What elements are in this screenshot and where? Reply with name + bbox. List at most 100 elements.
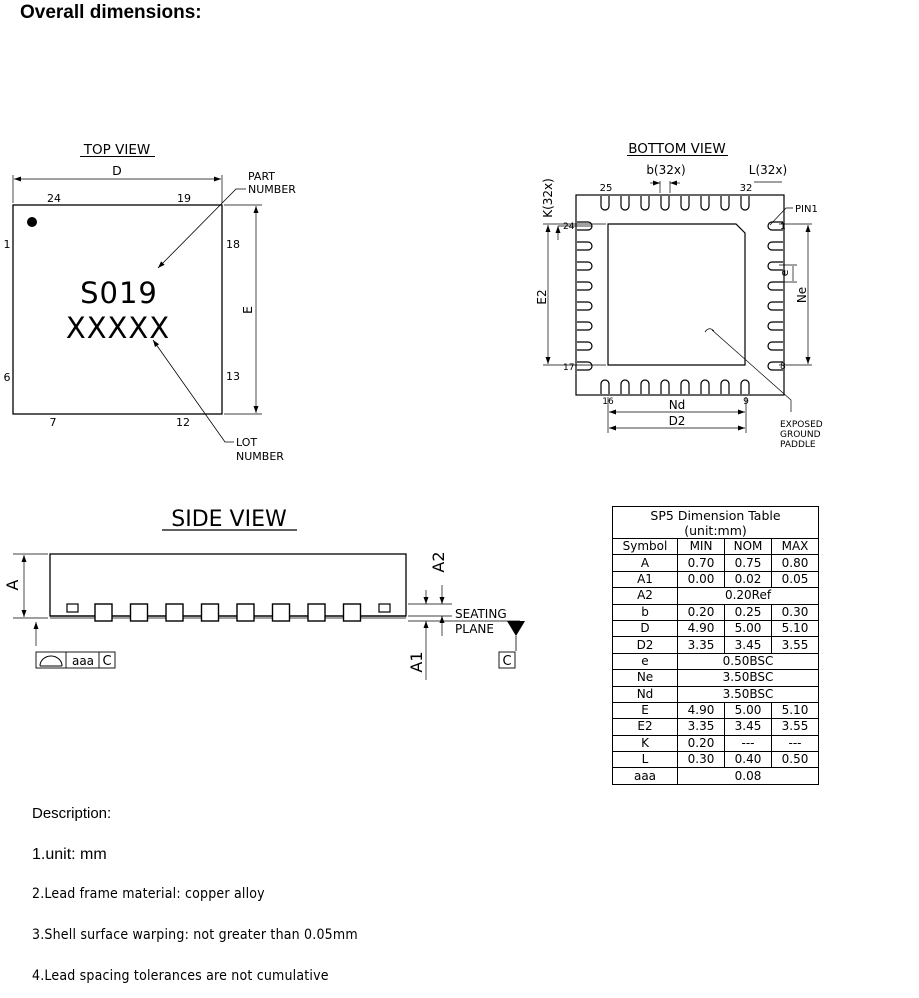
lot-number-label: NUMBER: [236, 450, 284, 463]
datum-triangle: [507, 621, 525, 636]
l-dimension-label: L(32x): [749, 163, 787, 177]
lead-pad: [640, 379, 650, 394]
bottom-view: BOTTOM VIEW b(32x) L(32x) 25 32 K(32x) 2…: [535, 141, 823, 450]
table-value-cell: 0.30: [771, 603, 819, 621]
table-symbol-cell: b: [612, 603, 678, 621]
nd-dimension-label: Nd: [669, 398, 686, 412]
lead-pad: [767, 241, 783, 251]
table-title: SP5 Dimension Table (unit:mm): [612, 506, 819, 539]
ne-dimension-label: Ne: [795, 287, 809, 303]
lead-pad: [720, 196, 730, 211]
side-view-lead: [342, 603, 362, 622]
side-view-leads: [94, 603, 362, 622]
table-value-cell: 5.00: [724, 701, 772, 720]
part-number-leader: [157, 188, 246, 269]
pin-number: 1: [780, 222, 786, 232]
end-lead: [66, 603, 79, 613]
lot-number-label: LOT: [236, 436, 257, 449]
lead-pad: [680, 196, 690, 211]
paddle-leader-mark: [704, 328, 715, 333]
fcf-datum: C: [102, 654, 111, 669]
table-symbol-cell: K: [612, 734, 678, 753]
a2-dimension-label: A2: [429, 551, 448, 572]
datum-c-box: [498, 651, 516, 669]
lead-pad: [577, 321, 593, 331]
table-value-cell: 0.30: [677, 751, 725, 769]
lead-pad: [577, 301, 593, 311]
dim-d-label: D: [112, 163, 122, 178]
pin-number: 13: [226, 370, 240, 383]
lead-pad: [767, 281, 783, 291]
table-value-cell: 0.75: [724, 554, 772, 572]
pin-number: 6: [4, 371, 11, 384]
lead-pad: [600, 196, 610, 211]
table-header-cell: MAX: [771, 537, 819, 556]
top-view: TOP VIEW D E 24 19 1 6 7 12 18 13 S019 X…: [4, 142, 297, 463]
part-number-label: PART: [248, 170, 275, 183]
top-view-package-body: [12, 204, 223, 415]
table-value-cell: 0.40: [724, 751, 772, 769]
side-view-lead: [94, 603, 113, 622]
table-value-cell: 3.50BSC: [677, 685, 819, 703]
table-value-cell: ---: [724, 734, 772, 753]
table-value-cell: 0.50: [771, 751, 819, 769]
table-symbol-cell: e: [612, 652, 678, 671]
datum-c-label: C: [502, 654, 511, 669]
lead-pad: [577, 241, 593, 251]
lead-pad: [767, 221, 783, 231]
a-dimension-label: A: [3, 579, 22, 590]
description-item: 3.Shell surface warping: not greater tha…: [32, 927, 358, 943]
table-symbol-cell: A1: [612, 570, 678, 589]
table-title-line1: SP5 Dimension Table: [650, 507, 781, 523]
e-pitch-label: e: [778, 269, 791, 276]
table-symbol-cell: D: [612, 619, 678, 638]
lead-pad: [700, 196, 710, 211]
side-view-lead: [271, 603, 291, 622]
table-header-cell: Symbol: [612, 537, 678, 556]
side-view-title: SIDE VIEW: [171, 507, 287, 532]
table-symbol-cell: E: [612, 701, 678, 720]
table-symbol-cell: Nd: [612, 685, 678, 703]
lead-pad: [577, 261, 593, 271]
table-value-cell: 4.90: [677, 619, 725, 638]
table-value-cell: 3.35: [677, 718, 725, 736]
table-value-cell: 3.50BSC: [677, 669, 819, 687]
table-title-line2: (unit:mm): [684, 522, 747, 538]
lead-pad: [620, 379, 630, 394]
pin-number: 32: [740, 183, 753, 194]
lead-pad: [740, 379, 750, 394]
table-value-cell: 0.05: [771, 570, 819, 589]
lead-pad: [767, 301, 783, 311]
feature-control-frame: [35, 651, 116, 669]
lead-pad: [577, 361, 593, 371]
description-item: 2.Lead frame material: copper alloy: [32, 886, 265, 902]
lead-pad: [600, 379, 610, 394]
lead-pad: [767, 361, 783, 371]
pin-number: 17: [563, 363, 574, 373]
page-title: Overall dimensions:: [20, 2, 202, 23]
pin-number: 24: [47, 192, 61, 205]
exposed-paddle-label: EXPOSED: [780, 420, 823, 430]
d2-dimension-label: D2: [669, 414, 686, 428]
pin-number: 8: [780, 362, 786, 372]
surface-profile-icon: [39, 655, 63, 667]
end-lead: [378, 603, 391, 613]
lead-pad: [700, 379, 710, 394]
table-header-cell: MIN: [677, 537, 725, 556]
table-value-cell: 3.35: [677, 636, 725, 654]
table-value-cell: 0.02: [724, 570, 772, 589]
table-value-cell: 0.25: [724, 603, 772, 621]
pin-number: 18: [226, 238, 240, 251]
lead-pad: [740, 196, 750, 211]
table-value-cell: 0.20Ref: [677, 587, 819, 605]
description-heading: Description:: [32, 805, 112, 822]
table-value-cell: ---: [771, 734, 819, 753]
